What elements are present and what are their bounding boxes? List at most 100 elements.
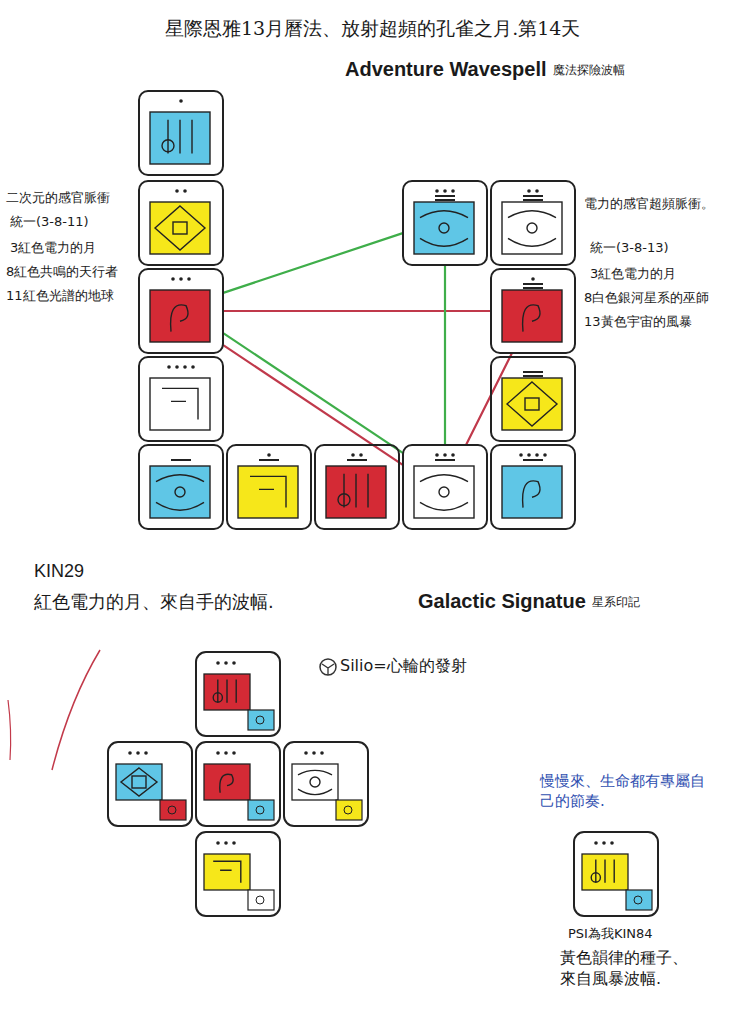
signature-tile — [284, 742, 368, 826]
note-text: 慢慢來、生命都有專屬自己的節奏. — [540, 772, 710, 811]
tone-dot — [594, 841, 598, 845]
glyph-stroke — [596, 859, 614, 882]
note-text: Silio=心輪的發射 — [340, 656, 540, 677]
tone-dot — [531, 277, 535, 281]
glyph-stroke — [507, 382, 557, 426]
tone-square — [160, 800, 186, 820]
glyph-stroke — [523, 481, 540, 508]
seal-square — [150, 202, 210, 254]
section-subtitle: 星系印記 — [592, 595, 640, 611]
tone-dot — [167, 365, 171, 369]
seal-square — [326, 466, 386, 518]
signature-tile — [196, 742, 280, 826]
tone-dot — [179, 99, 183, 103]
glyph-stroke — [344, 806, 352, 814]
seal-tile — [490, 268, 576, 354]
tone-bar — [259, 459, 279, 461]
glyph-stroke — [162, 140, 174, 152]
note-text: 11紅色光譜的地球 — [6, 288, 136, 305]
tone-dot — [443, 453, 447, 457]
tone-square — [336, 800, 362, 820]
seal-tile — [490, 180, 576, 266]
seal-square — [150, 112, 210, 164]
seal-square — [502, 202, 562, 254]
tone-dot — [535, 453, 539, 457]
seal-square — [502, 466, 562, 518]
tone-dot — [543, 453, 547, 457]
tone-dot — [312, 751, 316, 755]
signature-tile — [196, 832, 280, 916]
glyph-stroke — [523, 305, 540, 332]
tone-dot — [351, 453, 355, 457]
glyph-stroke — [298, 770, 332, 794]
note-text: 3紅色電力的月 — [590, 266, 730, 283]
glyph-stroke — [175, 487, 185, 497]
tone-dot — [443, 189, 447, 193]
tone-dot — [216, 751, 220, 755]
glyph-stroke — [439, 223, 449, 233]
tone-dot — [136, 751, 140, 755]
tone-dot — [175, 189, 179, 193]
tone-dot — [216, 841, 220, 845]
tone-bar — [435, 195, 455, 197]
seal-square — [414, 202, 474, 254]
tone-bar — [523, 371, 543, 373]
tone-bar — [523, 199, 543, 201]
seal-tile — [226, 444, 312, 530]
tone-dot — [359, 453, 363, 457]
signature-tile — [108, 742, 192, 826]
tone-dot — [144, 751, 148, 755]
seal-square — [150, 290, 210, 342]
tone-dot — [232, 661, 236, 665]
glyph-stroke — [155, 206, 205, 250]
tone-dot — [175, 365, 179, 369]
seal-square — [150, 378, 210, 430]
tone-bar — [523, 287, 543, 289]
seal-square — [238, 466, 298, 518]
tone-dot — [128, 751, 132, 755]
tone-dot — [232, 751, 236, 755]
tone-dot — [224, 661, 228, 665]
glyph-stroke — [420, 211, 468, 246]
seal-square — [150, 466, 210, 518]
glyph-stroke — [525, 398, 539, 410]
glyph-stroke — [591, 873, 600, 882]
seal-tile — [490, 444, 576, 530]
glyph-stroke — [220, 774, 233, 793]
tone-dot — [179, 277, 183, 281]
seal-square — [502, 378, 562, 430]
tone-dot — [216, 661, 220, 665]
tone-dot — [519, 453, 523, 457]
glyph-stroke — [310, 777, 320, 787]
tone-bar — [171, 459, 191, 461]
seal-square — [204, 854, 250, 890]
seal-tile — [138, 90, 224, 176]
page-title: 星際恩雅13月曆法、放射超頻的孔雀之月.第14天 — [165, 16, 725, 41]
tone-dot — [527, 189, 531, 193]
glyph-stroke — [508, 211, 556, 246]
seal-tile — [138, 356, 224, 442]
unity-line — [444, 266, 446, 444]
seal-square — [204, 674, 250, 710]
tone-bar — [523, 459, 543, 461]
silio-symbol — [320, 659, 336, 675]
glyph-stroke — [213, 693, 222, 702]
glyph-stroke — [132, 776, 146, 788]
glyph-stroke — [338, 494, 350, 506]
seal-square — [204, 764, 250, 800]
tone-bar — [523, 283, 543, 285]
glyph-stroke — [344, 474, 368, 508]
glyph-stroke — [173, 222, 187, 234]
glyph-stroke — [256, 806, 264, 814]
seal-tile — [138, 444, 224, 530]
glyph-stroke — [156, 475, 204, 510]
glyph-stroke — [634, 896, 642, 904]
unity-line — [224, 310, 490, 312]
tone-dot — [602, 841, 606, 845]
glyph-stroke — [527, 223, 537, 233]
tone-square — [626, 890, 652, 910]
glyph-stroke — [218, 679, 236, 702]
unity-line — [224, 346, 402, 465]
signature-tile — [574, 832, 658, 916]
